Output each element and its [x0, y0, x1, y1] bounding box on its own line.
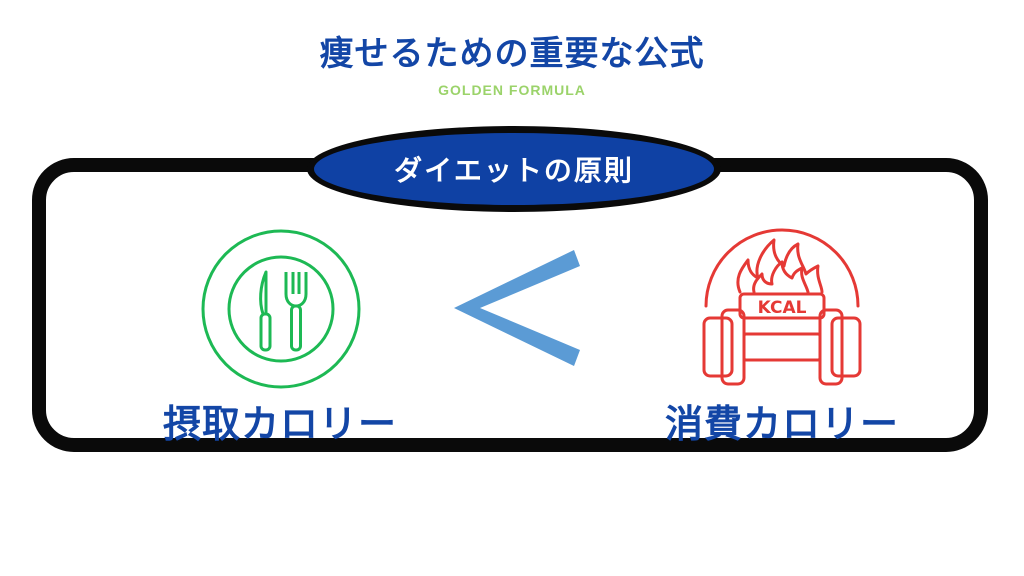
plate-knife-fork-icon: [201, 229, 361, 389]
less-than-icon: [454, 250, 580, 366]
kcal-text: KCAL: [758, 298, 807, 318]
page-title: 痩せるための重要な公式: [319, 34, 705, 74]
formula-frame: [32, 158, 988, 452]
kcal-fire-dumbbell-icon: KCAL: [702, 228, 862, 386]
principle-badge: ダイエットの原則: [307, 126, 721, 212]
intake-calories-label: 摂取カロリー: [162, 402, 397, 446]
page-subtitle: GOLDEN FORMULA: [438, 82, 586, 98]
burn-calories-label: 消費カロリー: [664, 402, 899, 446]
principle-badge-label: ダイエットの原則: [394, 154, 634, 187]
